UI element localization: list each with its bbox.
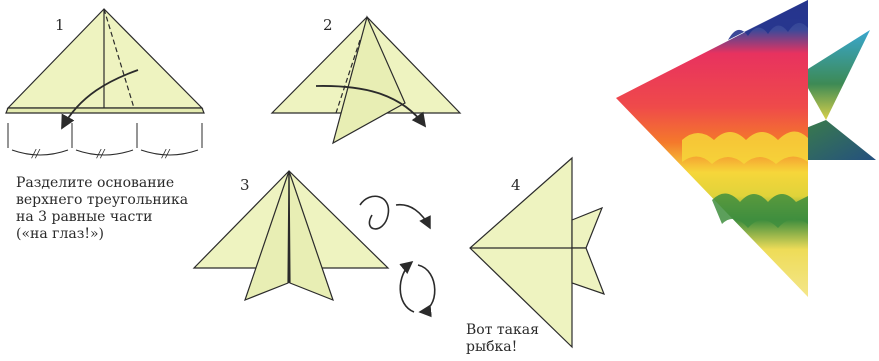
step-2-figure	[270, 15, 462, 145]
finished-fish-photo	[616, 0, 876, 297]
fish-top-fin	[800, 30, 870, 120]
fish-wave-blue	[728, 0, 808, 40]
curved-arrow-icon	[395, 203, 431, 230]
step-3-figure	[192, 170, 390, 302]
step-1-dashed-line	[103, 8, 135, 109]
step-4-fin-bottom	[571, 247, 606, 295]
flip-arrow-right-icon	[417, 264, 436, 318]
fish-wave-green	[712, 193, 808, 228]
instruction-line-3: на 3 равные части	[16, 209, 153, 225]
flip-arrow-left-icon	[399, 260, 415, 313]
step-1-number: 1	[55, 16, 65, 34]
instruction-text: Разделите основание верхнего треугольник…	[16, 175, 188, 243]
rotate-arrow-icon	[359, 195, 390, 230]
step-1-measure-arc-c	[140, 149, 199, 156]
step-1-figure	[5, 8, 205, 156]
turn-over-symbols	[359, 195, 436, 318]
step-4-fin-top	[571, 206, 604, 249]
step-2-dashed-line	[335, 39, 361, 114]
step-1-division-mark-a: //	[32, 147, 40, 160]
step-2-number: 2	[323, 16, 333, 34]
instruction-line-2: верхнего треугольника	[16, 192, 189, 208]
step-2-fold-arrow	[315, 85, 427, 128]
step-1-triangle	[6, 8, 204, 109]
step-1-division-mark-c: //	[162, 147, 170, 160]
instruction-line-1: Разделите основание	[16, 175, 175, 191]
step-1-division-mark-b: //	[97, 147, 105, 160]
step-3-number: 3	[240, 176, 250, 194]
instruction-line-4: («на глаз!»)	[16, 226, 105, 242]
fish-bottom-fin	[806, 120, 876, 160]
result-line-1: Вот такая	[466, 322, 539, 338]
step-1-base-strip	[5, 107, 205, 114]
step-4-figure	[469, 156, 606, 349]
step-2-folded-flap	[332, 15, 406, 145]
step-4-fish-body	[469, 156, 573, 349]
step-1-measure-arc-a	[11, 149, 69, 156]
result-caption: Вот такая рыбка!	[466, 322, 539, 356]
step-4-number: 4	[511, 176, 521, 194]
step-1-fold-arrow	[61, 69, 139, 130]
step-1-measure-arc-b	[75, 149, 134, 156]
fish-wave-yellow	[682, 131, 808, 164]
result-line-2: рыбка!	[466, 339, 518, 355]
